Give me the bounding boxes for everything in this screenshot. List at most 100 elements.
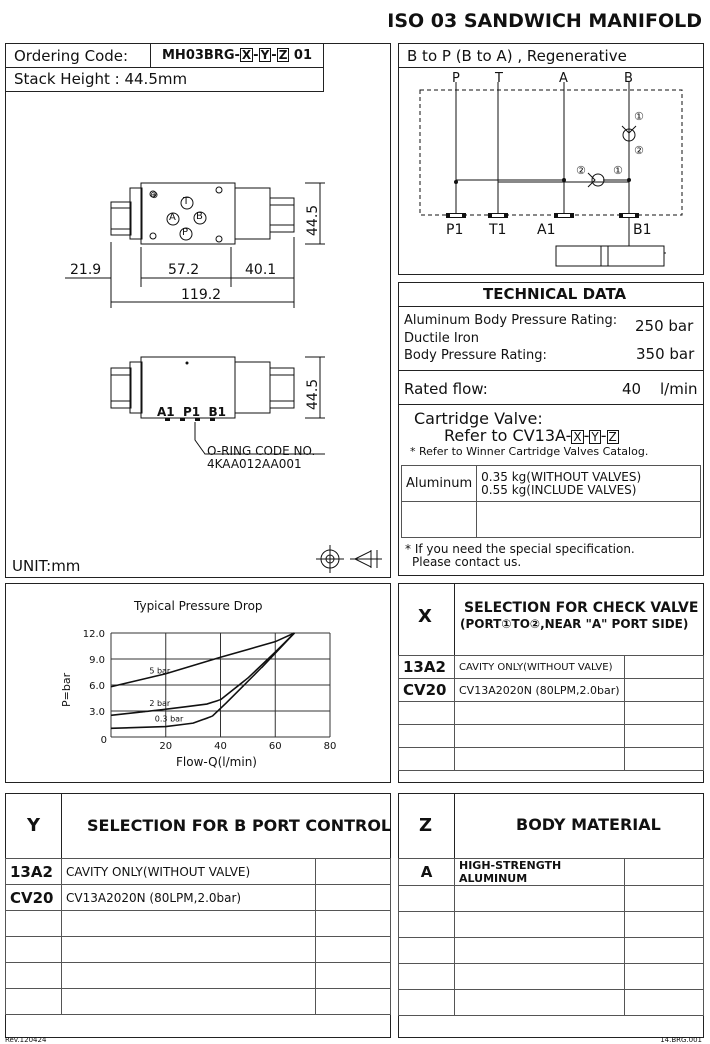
schematic-title: B to P (B to A) , Regenerative xyxy=(407,47,627,65)
stack-height-box xyxy=(5,67,324,92)
weight-without: 0.35 kg(WITHOUT VALVES) xyxy=(481,469,642,484)
cartridge-ref-text: Refer to CV13A- xyxy=(444,426,572,445)
series-line xyxy=(110,632,295,717)
schematic-circled-1-check: ① xyxy=(613,164,623,177)
code-z-box: Z xyxy=(276,48,290,62)
port-letter-t: T xyxy=(183,196,190,207)
alu-rating-label: Aluminum Body Pressure Rating: xyxy=(404,313,618,328)
series-label: 2 bar xyxy=(149,699,171,708)
chart-panel xyxy=(5,583,391,783)
x-code-1: 13A2 xyxy=(398,655,455,679)
code-dash: - xyxy=(253,48,259,63)
schematic-panel xyxy=(398,43,704,275)
di-rating-label-1: Ductile Iron xyxy=(404,331,479,346)
dim-height: 44.5 xyxy=(305,204,321,236)
schematic-port-t1: T1 xyxy=(489,222,507,238)
x-tick-label: 80 xyxy=(324,741,337,752)
y-tick-label: 3.0 xyxy=(89,707,105,718)
weight-include: 0.55 kg(INCLUDE VALVES) xyxy=(481,482,637,497)
z-desc-1: HIGH-STRENGTH ALUMINUM xyxy=(454,858,625,886)
ordering-code-label: Ordering Code: xyxy=(14,47,129,65)
code-y-box: Y xyxy=(258,48,272,62)
y-title: SELECTION FOR B PORT CONTROL xyxy=(87,816,392,835)
code-suffix: 01 xyxy=(293,48,313,63)
chart-ylabel: P=bar xyxy=(60,672,73,707)
y-desc-1: CAVITY ONLY(WITHOUT VALVE) xyxy=(61,858,316,885)
y-tick-label: 12.0 xyxy=(83,629,105,640)
cartridge-note: * Refer to Winner Cartridge Valves Catal… xyxy=(410,445,649,458)
weight-material: Aluminum xyxy=(400,465,478,502)
code-dash: - xyxy=(271,48,277,63)
rated-flow-unit: l/min xyxy=(660,380,698,398)
cart-z-box: Z xyxy=(606,430,619,444)
schematic-port-a: A xyxy=(559,71,568,86)
z-letter: Z xyxy=(419,815,433,836)
schematic-port-p1: P1 xyxy=(446,222,464,238)
cart-dash: - xyxy=(600,426,607,445)
series-line xyxy=(110,632,295,730)
code-prefix: MH03BRG- xyxy=(162,48,240,63)
x-code-2: CV20 xyxy=(398,678,455,702)
tech-title: TECHNICAL DATA xyxy=(483,285,627,303)
port-letter-a: A xyxy=(169,212,176,223)
schematic-circled-2: ② xyxy=(634,144,644,157)
cart-y-box: Y xyxy=(589,430,601,444)
oring-label: O-RING CODE NO. xyxy=(207,444,316,458)
y-desc-2: CV13A2020N (80LPM,2.0bar) xyxy=(61,884,316,911)
origin-label: 0 xyxy=(101,735,107,746)
x-desc-1: CAVITY ONLY(WITHOUT VALVE) xyxy=(454,655,625,679)
schematic-port-a1: A1 xyxy=(537,222,556,238)
cartridge-ref: Refer to CV13A-X-Y-Z xyxy=(444,426,619,445)
page-title: ISO 03 SANDWICH MANIFOLD xyxy=(387,10,702,32)
dim-57-2: 57.2 xyxy=(168,262,200,278)
cartridge-label: Cartridge Valve: xyxy=(414,409,543,428)
oring-code: 4KAA012AA001 xyxy=(207,457,302,471)
x-letter: X xyxy=(418,606,432,627)
dim-total: 119.2 xyxy=(181,287,222,303)
series-label: 5 bar xyxy=(149,667,171,676)
x-tick-label: 60 xyxy=(269,741,282,752)
hydraulic-schematic xyxy=(419,82,683,267)
y-tick-label: 6.0 xyxy=(89,681,105,692)
special-note-2: Please contact us. xyxy=(412,555,522,569)
x-title-2: (PORT①TO②,NEAR "A" PORT SIDE) xyxy=(460,617,689,631)
dim-height-side: 44.5 xyxy=(305,378,321,410)
cart-x-box: X xyxy=(571,430,584,444)
y-code-2: CV20 xyxy=(5,884,62,911)
chart-xlabel: Flow-Q(l/min) xyxy=(176,755,257,769)
weight-table: Aluminum 0.35 kg(WITHOUT VALVES) 0.55 kg… xyxy=(400,465,701,538)
dimension-drawing: ⊕ xyxy=(65,182,382,573)
schematic-circled-2-check: ② xyxy=(576,164,586,177)
port-letter-p: P xyxy=(182,227,189,238)
y-code-1: 13A2 xyxy=(5,858,62,885)
schematic-port-b: B xyxy=(624,71,633,86)
x-title-1: SELECTION FOR CHECK VALVE xyxy=(464,600,699,616)
cart-dash: - xyxy=(583,426,590,445)
y-letter: Y xyxy=(27,815,41,836)
x-tick-label: 40 xyxy=(214,741,227,752)
di-rating-label-2: Body Pressure Rating: xyxy=(404,348,547,363)
rated-flow-value: 40 xyxy=(622,380,642,398)
dim-40-1: 40.1 xyxy=(245,262,277,278)
schematic-port-t: T xyxy=(495,71,503,86)
z-title: BODY MATERIAL xyxy=(516,815,661,834)
di-rating-value: 350 bar xyxy=(636,345,695,363)
series-line xyxy=(110,632,295,688)
drawing-panel xyxy=(5,43,391,578)
x-tick-label: 20 xyxy=(159,741,172,752)
series-label: 0.3 bar xyxy=(155,714,184,723)
dim-21-9: 21.9 xyxy=(70,262,102,278)
bottom-port-labels: A1 P1 B1 xyxy=(157,405,226,419)
rated-flow-label: Rated flow: xyxy=(404,380,488,398)
svg-text:⊕: ⊕ xyxy=(150,190,158,201)
schematic-port-b1: B1 xyxy=(633,222,652,238)
